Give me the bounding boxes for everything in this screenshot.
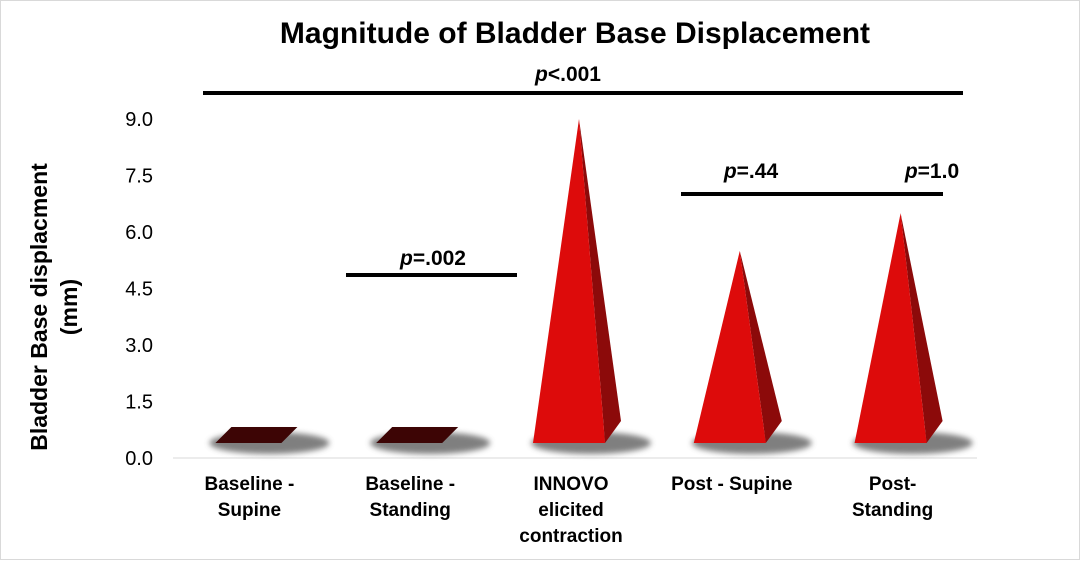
bar-side-face xyxy=(900,213,943,443)
bar-front-face xyxy=(533,119,605,443)
y-tick-label: 9.0 xyxy=(125,109,153,131)
p-value-annotation: p=.002 xyxy=(399,247,466,270)
significance-brackets: p<.001 p=.002 p=.44 p=1.0 xyxy=(203,63,963,277)
y-axis-ticks: 0.0 1.5 3.0 4.5 6.0 7.5 9.0 xyxy=(125,109,153,470)
y-axis-label: Bladder Base displacment (mm) xyxy=(26,163,82,451)
y-tick-label: 4.5 xyxy=(125,279,153,301)
chart-title: Magnitude of Bladder Base Displacement xyxy=(280,17,870,50)
p-value-annotation: p=.44 xyxy=(723,160,779,183)
bars-group xyxy=(215,119,943,443)
bar-front-face xyxy=(693,250,766,443)
x-tick-label: Baseline -Supine xyxy=(205,474,295,521)
bar-side-face xyxy=(739,250,782,443)
x-axis-labels: Baseline -Supine Baseline -Standing INNOVO… xyxy=(205,474,934,547)
y-tick-label: 0.0 xyxy=(125,448,153,470)
x-tick-label: Post-Standing xyxy=(852,474,933,521)
y-tick-label: 6.0 xyxy=(125,222,153,244)
bar-flat xyxy=(215,427,298,443)
x-tick-label: Baseline -Standing xyxy=(365,474,455,521)
y-tick-label: 7.5 xyxy=(125,166,153,188)
bar-side-face xyxy=(579,119,621,443)
p-value-annotation: p<.001 xyxy=(534,63,601,86)
y-axis-label-line-1: Bladder Base displacment xyxy=(26,163,52,451)
bar-flat xyxy=(376,427,459,443)
p-value-annotation: p=1.0 xyxy=(904,160,959,183)
y-tick-label: 3.0 xyxy=(125,335,153,357)
y-tick-label: 1.5 xyxy=(125,392,153,414)
y-axis-label-line-2: (mm) xyxy=(56,279,82,335)
bar-front-face xyxy=(854,213,927,443)
x-tick-label: Post - Supine xyxy=(671,474,792,495)
